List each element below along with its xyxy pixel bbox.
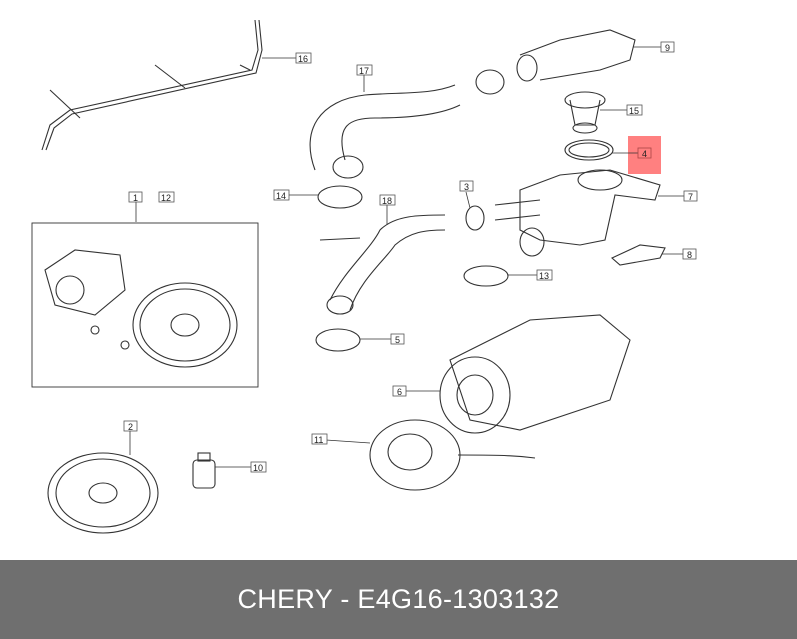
label-18[interactable]: 18 [379, 194, 396, 206]
part-2-pulley[interactable] [47, 452, 159, 534]
highlight-part-4 [628, 136, 661, 174]
part-9-outlet-housing[interactable] [475, 29, 636, 95]
label-5[interactable]: 5 [390, 333, 405, 345]
part-17-hose[interactable] [309, 84, 461, 179]
part-1-kit-frame [31, 222, 259, 388]
leader-lines [129, 46, 684, 468]
label-13[interactable]: 13 [536, 269, 553, 281]
svg-text:2: 2 [128, 422, 133, 432]
part-5-gasket[interactable] [315, 328, 361, 352]
label-9[interactable]: 9 [660, 41, 675, 53]
svg-text:14: 14 [276, 191, 286, 201]
label-8[interactable]: 8 [682, 248, 697, 260]
part-16-coolant-pipe[interactable] [41, 19, 263, 151]
svg-text:3: 3 [464, 182, 469, 192]
svg-text:12: 12 [161, 193, 171, 203]
part-13-gasket[interactable] [463, 265, 509, 287]
part-11-clutch[interactable] [369, 419, 536, 491]
part-number-footer: CHERY - E4G16-1303132 [0, 560, 797, 639]
svg-text:4: 4 [642, 149, 647, 159]
svg-text:11: 11 [314, 435, 323, 445]
svg-text:13: 13 [539, 271, 549, 281]
label-2[interactable]: 2 [123, 420, 138, 432]
label-3[interactable]: 3 [459, 180, 474, 192]
svg-text:1: 1 [133, 193, 138, 203]
part-7-thermostat-housing[interactable] [494, 169, 661, 257]
svg-text:8: 8 [687, 250, 692, 260]
label-1[interactable]: 1 [128, 191, 143, 203]
part-3-o-ring[interactable] [465, 205, 485, 231]
part-10-fitting[interactable] [192, 452, 216, 489]
svg-text:7: 7 [688, 192, 693, 202]
part-15-thermostat[interactable] [564, 91, 606, 134]
part-6-ac-compressor[interactable] [439, 314, 631, 434]
part-12-pulley[interactable] [132, 282, 238, 368]
label-4[interactable]: 4 [637, 147, 652, 159]
svg-text:17: 17 [359, 66, 369, 76]
label-15[interactable]: 15 [626, 104, 643, 116]
svg-text:10: 10 [253, 463, 263, 473]
label-11[interactable]: 11 [311, 433, 328, 445]
part-1-water-pump[interactable] [44, 249, 130, 350]
parts-diagram: 16 17 9 15 4 7 3 14 1 12 18 8 13 5 6 11 … [31, 19, 698, 534]
footer-text: CHERY - E4G16-1303132 [237, 584, 560, 614]
label-7[interactable]: 7 [683, 190, 698, 202]
label-14[interactable]: 14 [273, 189, 290, 201]
part-14-gasket[interactable] [317, 185, 363, 209]
label-16[interactable]: 16 [295, 52, 312, 64]
part-18-pipe[interactable] [319, 214, 446, 315]
label-6[interactable]: 6 [392, 385, 407, 397]
svg-text:9: 9 [665, 43, 670, 53]
label-17[interactable]: 17 [356, 64, 373, 76]
part-4-seal-ring[interactable] [564, 139, 614, 161]
svg-text:5: 5 [395, 335, 400, 345]
label-10[interactable]: 10 [250, 461, 267, 473]
svg-text:18: 18 [382, 196, 392, 206]
part-8-bracket[interactable] [611, 244, 666, 266]
svg-text:16: 16 [298, 54, 308, 64]
label-12[interactable]: 12 [158, 191, 175, 203]
svg-text:15: 15 [629, 106, 639, 116]
svg-text:6: 6 [397, 387, 402, 397]
